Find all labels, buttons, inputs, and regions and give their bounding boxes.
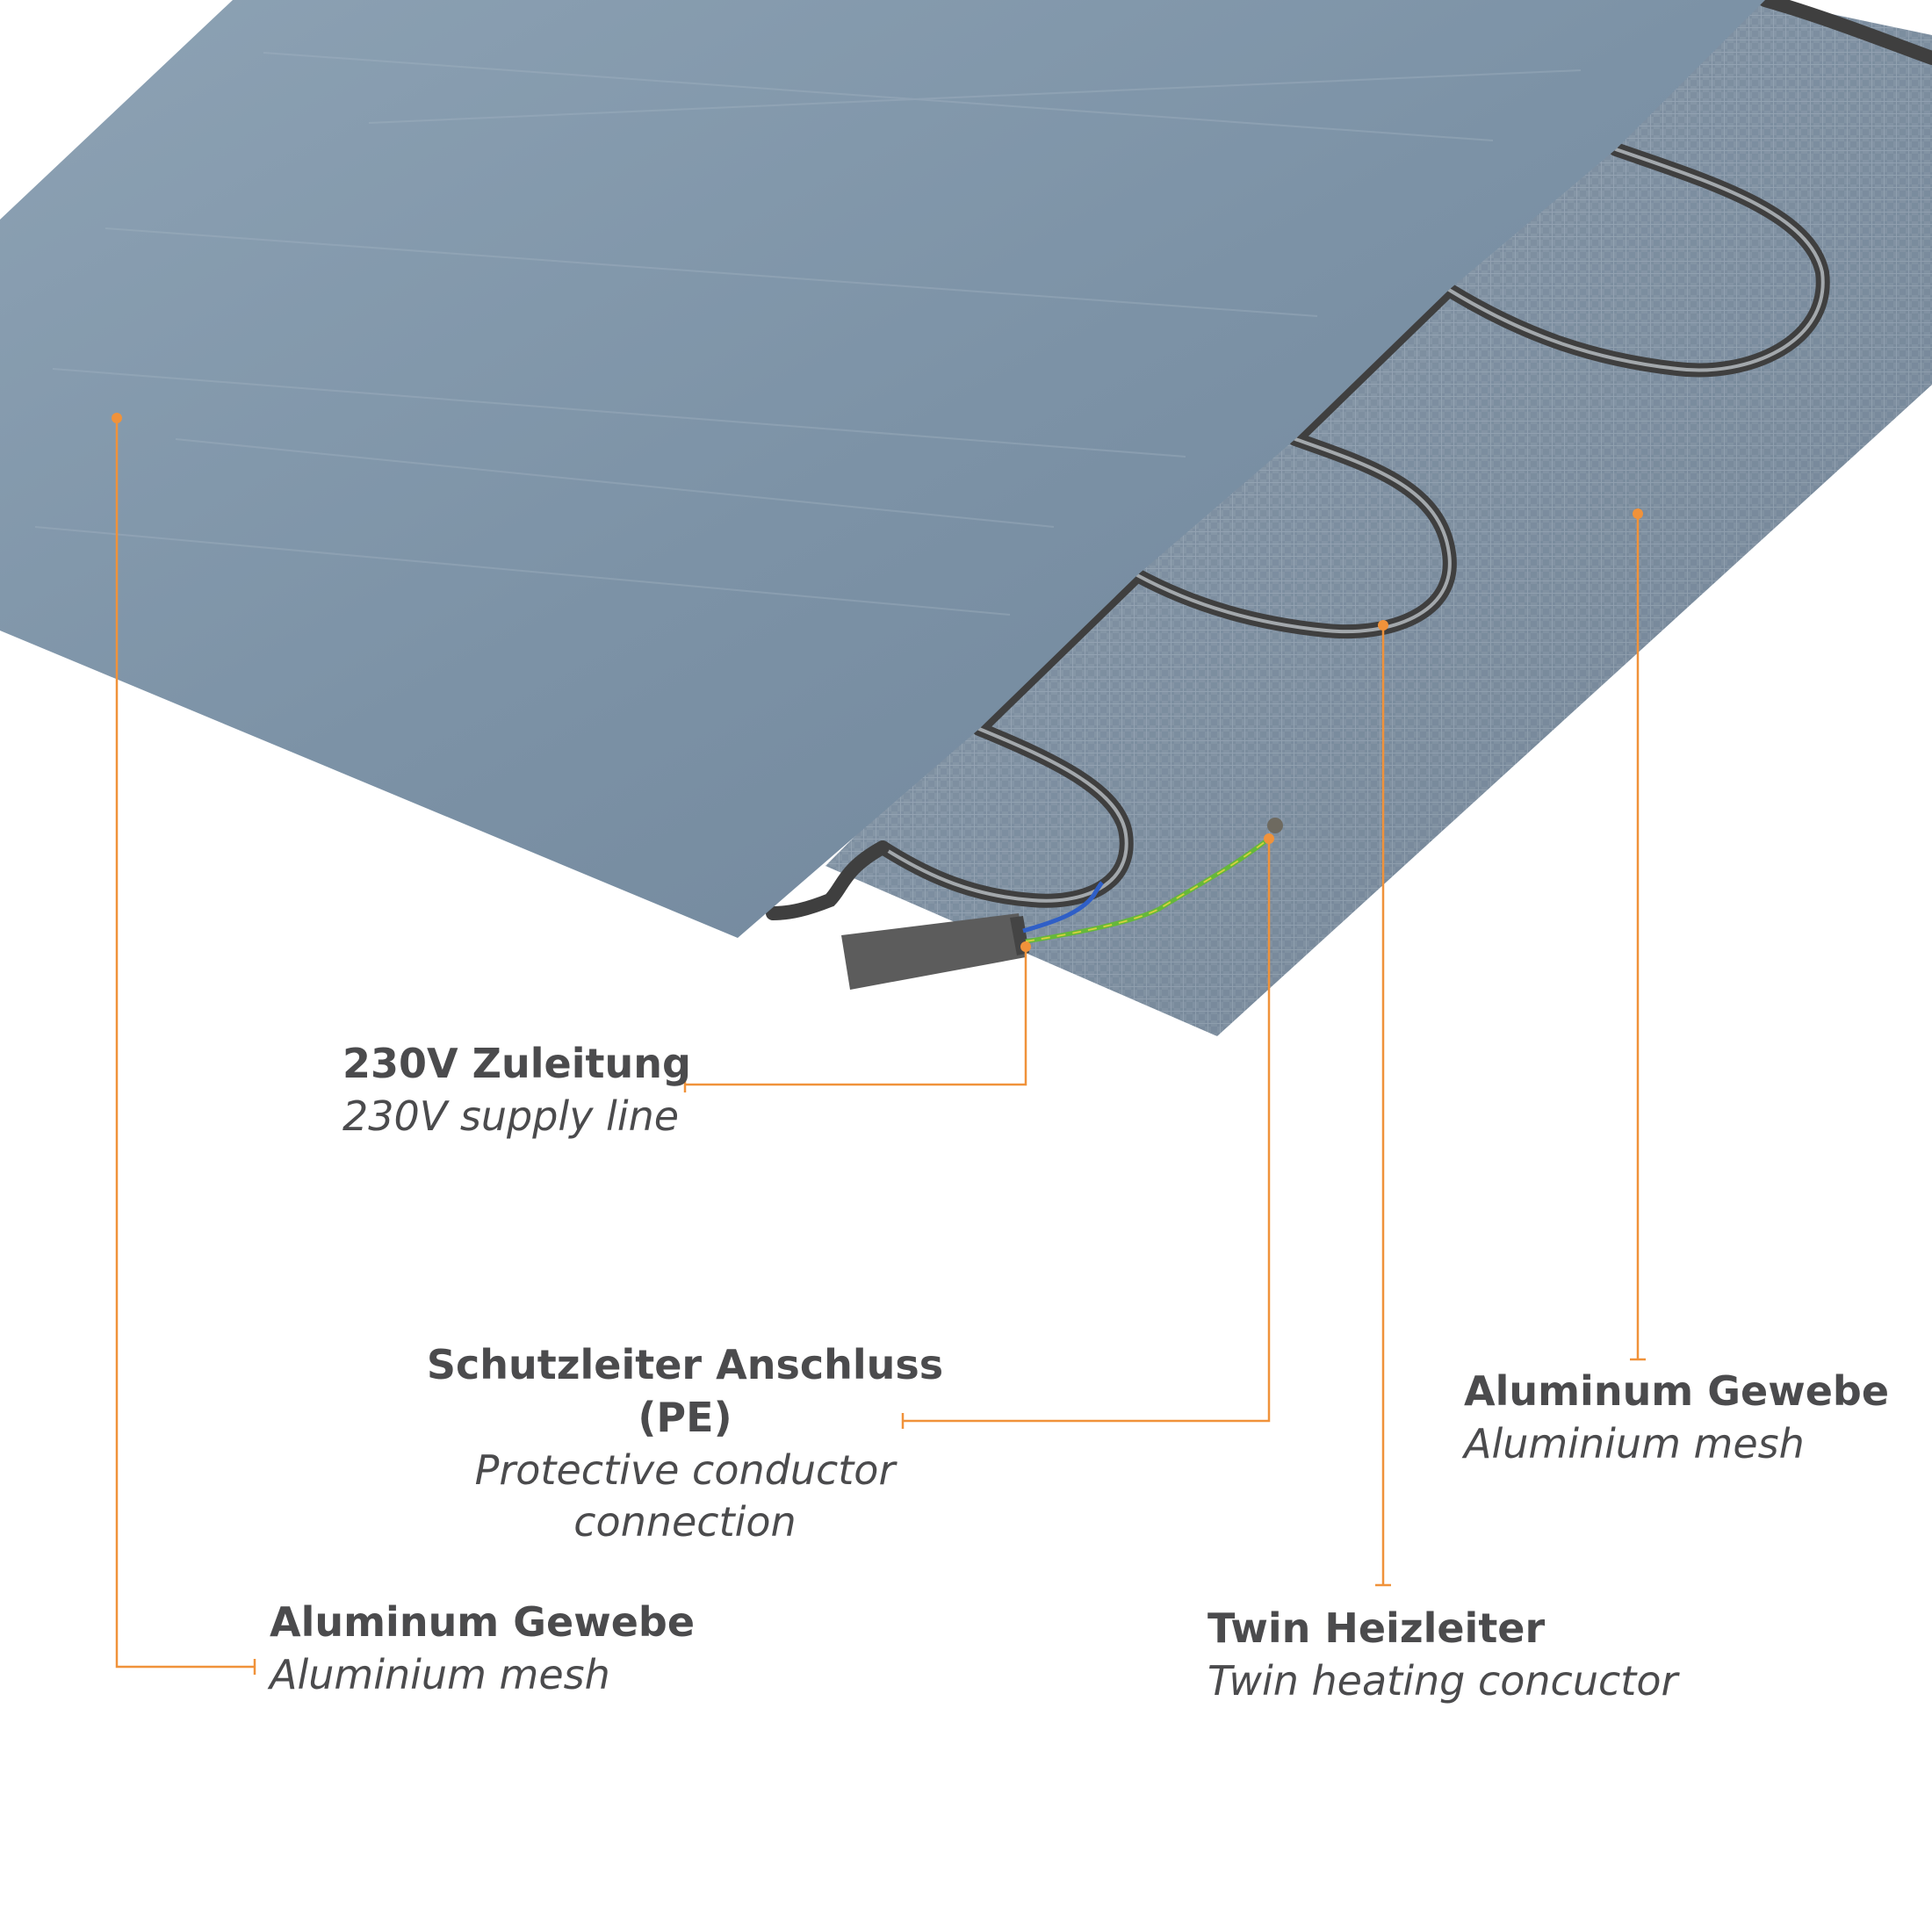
green-pe-wire-stripe <box>1025 838 1270 942</box>
supply-cable <box>841 913 1026 990</box>
label-pe-de: Schutzleiter Anschluss (PE) <box>426 1341 944 1441</box>
label-mesh-right-en: Aluminium mesh <box>1464 1419 1805 1467</box>
top-sheet-brush-texture <box>34 52 1582 616</box>
label-pe-en-line2: connection <box>573 1498 797 1546</box>
label-pe-en-line1: Protective conductor <box>474 1445 896 1494</box>
conductor-lead <box>766 840 890 920</box>
callout-dots <box>112 413 1643 952</box>
label-supply-de: 230V Zuleitung <box>342 1040 691 1087</box>
callout-lines <box>115 418 1646 1675</box>
blue-wire <box>1022 881 1104 934</box>
mesh-sheet-shade <box>825 0 1932 1036</box>
callout-line-mesh-left <box>115 418 255 1669</box>
label-protective-conductor: Schutzleiter Anschluss (PE) Protective c… <box>386 1339 984 1549</box>
label-mesh-left: Aluminum Gewebe Aluminium mesh <box>270 1597 695 1702</box>
heating-conductor-highlight <box>881 148 1825 903</box>
label-mesh-right-de: Aluminum Gewebe <box>1464 1367 1890 1415</box>
pe-terminal <box>1267 818 1283 833</box>
label-mesh-left-en: Aluminium mesh <box>270 1650 610 1698</box>
callout-line-supply <box>685 948 1027 1086</box>
label-supply-en: 230V supply line <box>342 1092 680 1140</box>
top-sheet <box>0 0 1765 938</box>
label-mesh-left-de: Aluminum Gewebe <box>270 1598 696 1646</box>
callout-line-pe <box>903 839 1271 1423</box>
label-heater-en: Twin heating concuctor <box>1208 1656 1678 1705</box>
label-twin-heating-conductor: Twin Heizleiter Twin heating concuctor <box>1208 1603 1677 1708</box>
label-heater-de: Twin Heizleiter <box>1208 1604 1546 1652</box>
label-mesh-right: Aluminum Gewebe Aluminium mesh <box>1464 1366 1889 1471</box>
label-supply-line: 230V Zuleitung 230V supply line <box>342 1038 691 1143</box>
